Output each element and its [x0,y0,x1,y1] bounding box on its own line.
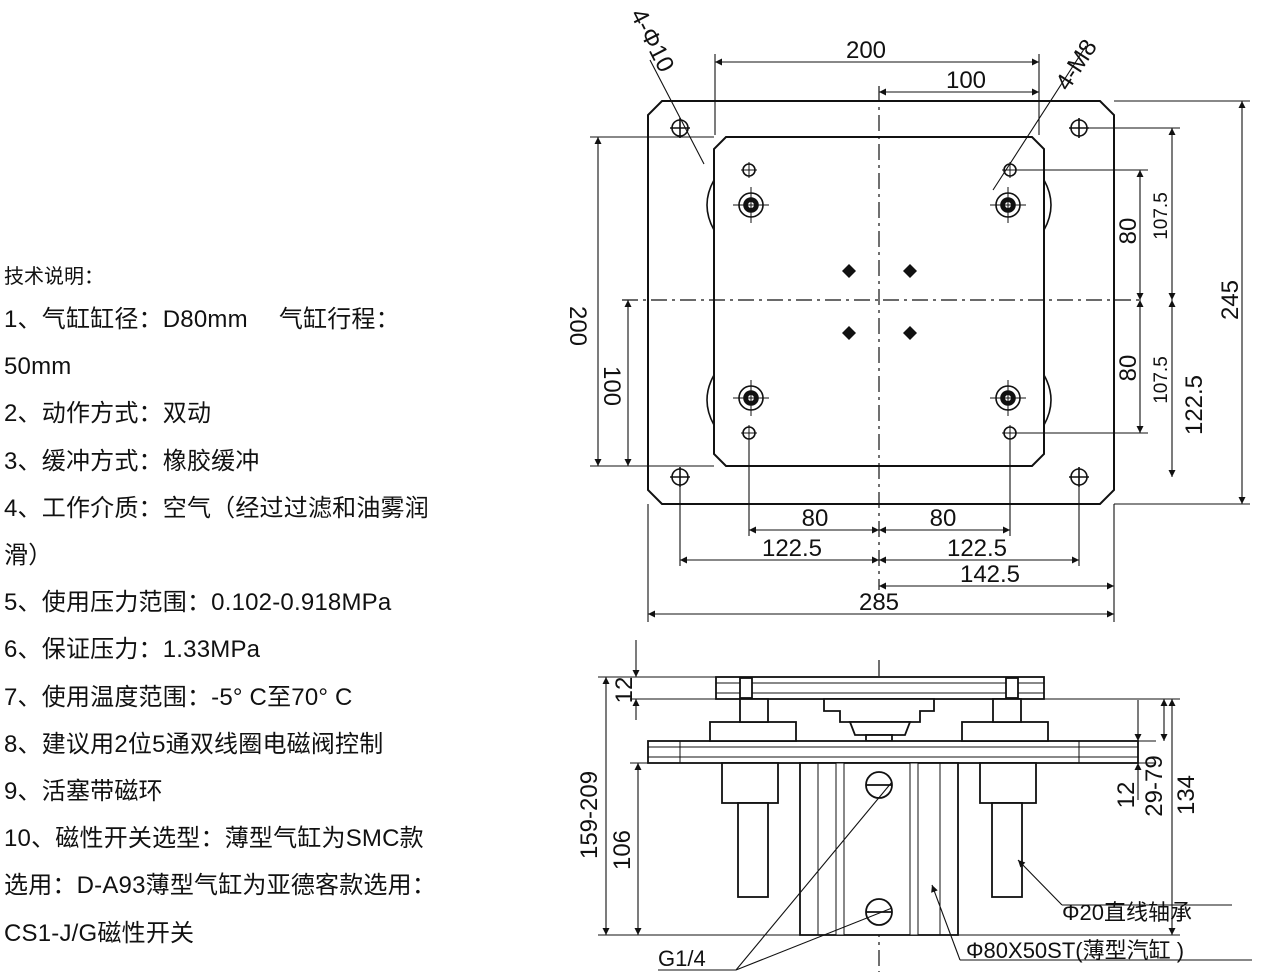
guide-bearing [733,380,769,416]
note-line: 50mm [4,353,72,381]
note-line: 7、使用温度范围：-5° C至70° C [4,683,353,711]
dim-107-5-lower: 107.5 [1151,356,1172,404]
note-line: 4、工作介质：空气（经过过滤和油雾润 [4,494,429,522]
bearing-flange [739,677,753,699]
dim-159-209: 159-209 [576,771,603,859]
technical-notes: 技术说明： 1、气缸缸径：D80mm 气缸行程： 50mm 2、动作方式：双动 … [4,262,504,957]
note-line: 8、建议用2位5通双线圈电磁阀控制 [4,730,384,758]
side-view-labels: 12 159-209 106 12 29-79 134 Φ20直线轴承 G1/4… [576,677,1200,971]
guide-bearing [733,187,769,223]
dim-142-5: 142.5 [960,561,1020,588]
mounting-hole [670,118,690,138]
dim-200-left: 200 [564,306,591,346]
dimension-right-group [1016,100,1250,505]
dim-12-right: 12 [1113,782,1140,809]
locating-marks [842,264,917,340]
air-port [865,898,893,926]
cylinder-body-edge [706,179,715,231]
side-leaders [658,781,1252,971]
dim-12-top: 12 [611,677,638,704]
thin-cylinder-body [799,762,959,936]
threaded-hole [1002,425,1018,441]
note-line: 5、使用压力范围：0.102-0.918MPa [4,589,392,617]
cylinder-body-edge [706,374,715,426]
cylinder-body-edge [1043,374,1052,426]
label-thin-cylinder: Φ80X50ST(薄型汽缸 ) [966,938,1184,963]
mounting-hole [1069,118,1089,138]
bearing-housing [961,721,1049,742]
label-linear-bearing: Φ20直线轴承 [1062,900,1192,925]
threaded-hole [741,162,757,178]
note-line: 3、缓冲方式：橡胶缓冲 [4,447,260,475]
mounting-hole [1069,467,1089,487]
dimension-200-left [590,136,714,467]
guide-rod [992,698,1022,723]
floating-joint-neck [848,721,912,736]
note-line: 1、气缸缸径：D80mm 气缸行程： [4,306,400,333]
dim-122-5-bottom-left: 122.5 [762,535,822,562]
leader-4-m8 [992,45,1087,191]
threaded-hole [741,425,757,441]
label-4-phi10: 4-Φ10 [625,4,680,76]
note-line: CS1-J/G磁性开关 [4,919,195,947]
guide-bearing-body [721,762,779,804]
dim-245: 245 [1217,280,1244,320]
dim-100-top: 100 [946,67,986,94]
inner-plate-outline [713,136,1045,467]
note-line: 6、保证压力：1.33MPa [4,636,261,664]
guide-rod-lower [737,802,769,898]
mounting-plate-outline [647,100,1115,505]
note-line: 2、动作方式：双动 [4,400,212,428]
dim-29-79: 29-79 [1141,755,1168,816]
note-line: 9、活塞带磁环 [4,778,163,806]
cylinder-body-edge [1043,179,1052,231]
dim-100-left: 100 [598,366,625,406]
label-port-g14: G1/4 [658,946,706,971]
dim-80-bottom-left: 80 [802,505,829,532]
dim-122-5-bottom-right: 122.5 [947,535,1007,562]
label-4-m8: 4-M8 [1050,35,1102,96]
piston-rod-end [865,734,893,742]
dimension-bottom-group [647,440,1115,622]
base-plate [647,740,1139,764]
dim-80-bottom-right: 80 [930,505,957,532]
guide-bearing [990,380,1026,416]
note-line: 10、磁性开关选型：薄型气缸为SMC款 [4,825,424,853]
dimension-200-top [714,54,1040,135]
dim-80-upper: 80 [1115,218,1142,245]
floating-joint [823,698,935,723]
dim-122-5-right: 122.5 [1181,375,1208,435]
top-plate [715,676,1045,700]
notes-title: 技术说明： [4,266,104,288]
dim-200-top: 200 [846,37,886,64]
dim-134: 134 [1173,775,1200,815]
dim-107-5-upper: 107.5 [1151,192,1172,240]
side-view [598,640,1252,972]
guide-rod-lower [991,802,1023,898]
guide-bearing-body [979,762,1037,804]
cylinder-groove [909,762,919,936]
top-view-labels: 200 100 4-Φ10 4-M8 200 100 80 107.5 80 1… [564,4,1244,616]
dim-285: 285 [859,589,899,616]
side-dimension-lines [598,640,1180,936]
top-view [590,45,1250,622]
mounting-hole [670,467,690,487]
guide-rod [739,698,769,723]
guide-bearing [990,187,1026,223]
bearing-housing [709,721,797,742]
note-line: 选用：D-A93薄型气缸为亚德客款选用： [4,872,437,900]
bearing-flange [1005,677,1019,699]
dim-106: 106 [609,830,636,870]
cylinder-groove [835,762,845,936]
dim-80-lower: 80 [1115,355,1142,382]
note-line: 滑） [4,542,53,570]
leader-4-phi10 [649,59,705,165]
